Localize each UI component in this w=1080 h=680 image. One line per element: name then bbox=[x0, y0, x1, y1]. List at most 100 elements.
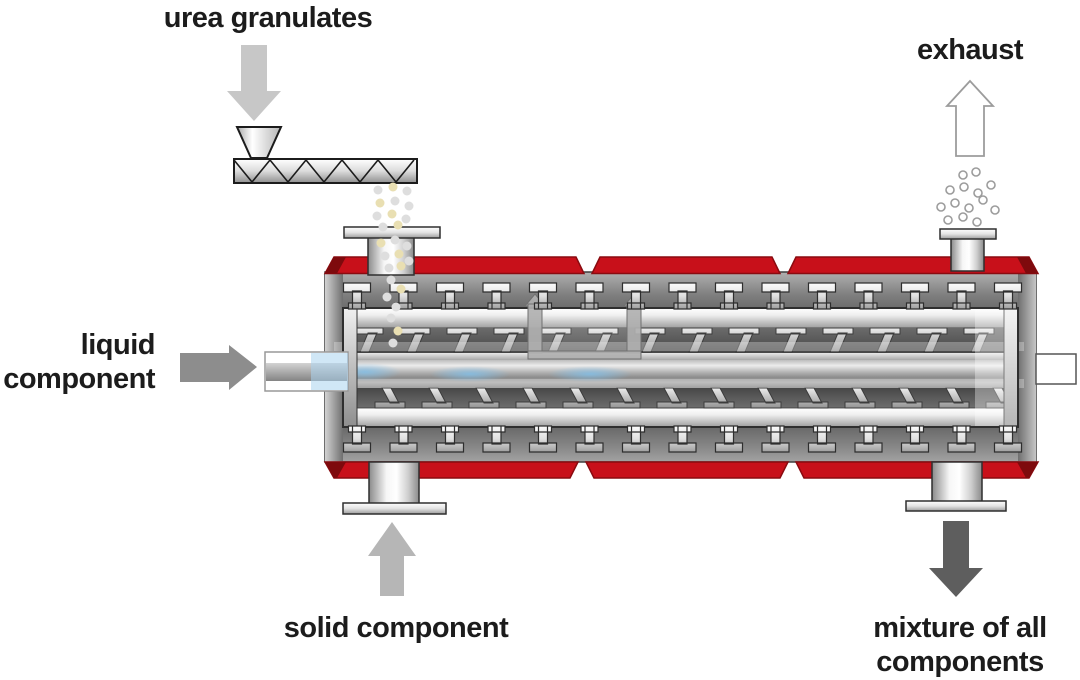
liquid-inlet-arrow bbox=[180, 345, 257, 390]
jacket-top-segment bbox=[323, 256, 586, 275]
rotor-paddle-upper bbox=[963, 327, 995, 353]
feeder-funnel bbox=[235, 126, 283, 159]
urea-granule bbox=[372, 211, 382, 221]
rotor-paddle-lower bbox=[750, 387, 782, 409]
jacket-bottom-segment bbox=[584, 461, 790, 479]
jacket-bevel bbox=[1017, 257, 1038, 274]
rotor-paddle-lower bbox=[515, 387, 547, 409]
mixing-pin-bottom bbox=[854, 425, 883, 453]
rotor-bottom-band bbox=[342, 407, 1019, 428]
urea-granule bbox=[373, 185, 383, 195]
rotor-paddle-upper bbox=[681, 327, 713, 353]
rotor-fade-overlay bbox=[975, 308, 1018, 427]
outlet-shaft-stub bbox=[1035, 353, 1077, 385]
port-solid-cylinder bbox=[368, 461, 420, 505]
urea-granule bbox=[396, 261, 406, 271]
exhaust-bubble bbox=[971, 167, 981, 177]
rotor-paddle-upper bbox=[775, 327, 807, 353]
label-liquid-component: liquid component bbox=[0, 328, 155, 396]
urea-granule bbox=[386, 275, 396, 285]
exhaust-bubble bbox=[973, 188, 983, 198]
mixing-pin-top bbox=[993, 282, 1023, 310]
urea-granule bbox=[382, 292, 392, 302]
urea-granule bbox=[394, 249, 404, 259]
rotor-paddle-upper bbox=[916, 327, 948, 353]
urea-granule bbox=[390, 235, 400, 245]
urea-granule bbox=[393, 220, 403, 230]
urea-granule bbox=[391, 302, 401, 312]
urea-granule bbox=[390, 196, 400, 206]
exhaust-bubble bbox=[972, 217, 982, 227]
rotor-paddle-lower bbox=[938, 387, 970, 409]
liquid-inlet-shaft bbox=[264, 351, 349, 392]
mixing-pin-bottom bbox=[993, 425, 1023, 453]
paddle-ring-highlight-upper bbox=[334, 342, 1024, 351]
mixing-pin-bottom bbox=[714, 425, 744, 453]
mixing-pin-bottom bbox=[435, 425, 465, 453]
upper-paddles bbox=[352, 327, 995, 353]
exhaust-bubble bbox=[945, 185, 955, 195]
rotor-paddle-lower bbox=[797, 387, 829, 409]
rotor-paddle-upper bbox=[493, 327, 525, 353]
exhaust-bubble bbox=[964, 203, 974, 213]
port-feed-flange bbox=[343, 226, 441, 239]
label-liquid-line2: component bbox=[3, 363, 155, 395]
jacket-bottom-segment bbox=[794, 461, 1040, 479]
mixing-pin-top bbox=[854, 282, 883, 310]
jacket-bevel bbox=[325, 462, 346, 478]
exhaust-bubble bbox=[950, 198, 960, 208]
screw-flights bbox=[233, 158, 415, 184]
port-solid-flange bbox=[342, 502, 447, 515]
baffle-bar bbox=[626, 303, 642, 354]
mixing-pin-bottom bbox=[807, 425, 837, 453]
urea-granule bbox=[388, 338, 398, 348]
urea-granule bbox=[375, 198, 385, 208]
rotor-paddle-lower bbox=[468, 387, 500, 409]
mixing-pin-bottom bbox=[482, 425, 511, 453]
urea-granule bbox=[401, 214, 411, 224]
mixing-pin-bottom bbox=[621, 425, 651, 453]
rotor-paddle-lower bbox=[374, 387, 406, 409]
urea-granule bbox=[402, 186, 412, 196]
exhaust-arrow bbox=[944, 79, 996, 157]
mixing-pin-top bbox=[900, 282, 930, 310]
mixing-pin-bottom bbox=[528, 425, 558, 453]
urea-granule bbox=[388, 182, 398, 192]
jacket-top-segment bbox=[590, 256, 782, 275]
label-mixture-line2: components bbox=[876, 646, 1044, 678]
label-solid-component: solid component bbox=[283, 612, 509, 644]
exhaust-bubble bbox=[936, 202, 946, 212]
urea-granule bbox=[402, 241, 412, 251]
casing-pins-bottom bbox=[342, 425, 1023, 453]
liquid-glow bbox=[548, 366, 632, 382]
mixing-pin-top bbox=[621, 282, 651, 310]
mixing-pin-bottom bbox=[389, 425, 418, 453]
mixing-pin-top bbox=[482, 282, 511, 310]
port-exhaust-flange bbox=[939, 228, 997, 240]
rotor-paddle-lower bbox=[656, 387, 688, 409]
rotor-paddle-lower bbox=[703, 387, 735, 409]
rotor-mid-strip bbox=[343, 353, 1018, 360]
jacket-bevel bbox=[1017, 462, 1038, 478]
mixing-pin-top bbox=[947, 282, 976, 310]
port-exhaust-cylinder bbox=[950, 237, 985, 272]
exhaust-bubble bbox=[990, 205, 1000, 215]
mixing-pin-top bbox=[668, 282, 697, 310]
inlet-liquid-blue bbox=[311, 353, 348, 390]
exhaust-bubble bbox=[959, 182, 969, 192]
mixing-pin-top bbox=[807, 282, 837, 310]
baffle-zone bbox=[542, 309, 627, 353]
rotor-assembly bbox=[329, 307, 1024, 428]
urea-granule bbox=[384, 263, 394, 273]
urea-granule bbox=[387, 209, 397, 219]
mixing-pin-bottom bbox=[900, 425, 930, 453]
exhaust-bubble bbox=[943, 215, 953, 225]
label-liquid-line1: liquid bbox=[80, 329, 156, 361]
mixing-pin-top bbox=[528, 282, 558, 310]
mixing-pin-bottom bbox=[342, 425, 372, 453]
screw-feeder bbox=[233, 126, 418, 184]
label-exhaust: exhaust bbox=[916, 34, 1024, 66]
mixing-pin-bottom bbox=[668, 425, 697, 453]
rotor-paddle-upper bbox=[869, 327, 901, 353]
